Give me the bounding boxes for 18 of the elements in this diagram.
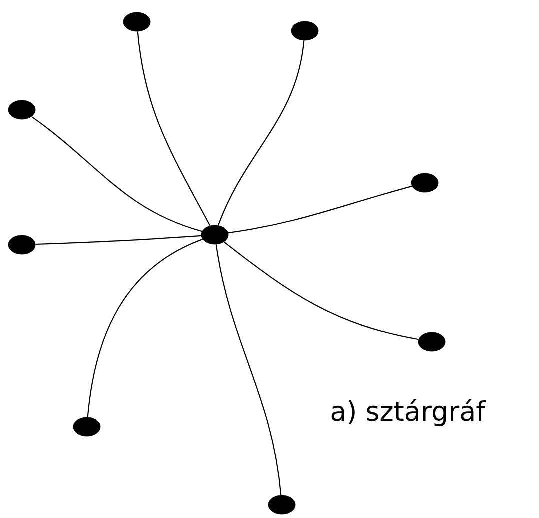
vertex-dot <box>201 225 229 245</box>
caption: a) sztárgráf <box>332 399 486 427</box>
vertex-dot <box>268 495 296 515</box>
vertex-dot <box>123 12 151 32</box>
edge-line <box>216 244 282 496</box>
vertex-dot <box>291 21 319 41</box>
vertex-dot <box>73 417 101 437</box>
vertex-dot <box>418 332 446 352</box>
vertex-dot <box>411 173 439 193</box>
edge-line <box>31 116 202 232</box>
edge-line <box>137 32 211 226</box>
vertex-dot <box>8 100 36 120</box>
edge-line <box>36 235 202 246</box>
edge-line <box>224 242 419 340</box>
edge-line <box>218 40 305 226</box>
vertex-dot <box>8 235 36 255</box>
edge-line <box>228 186 412 234</box>
edge-line <box>87 238 204 418</box>
